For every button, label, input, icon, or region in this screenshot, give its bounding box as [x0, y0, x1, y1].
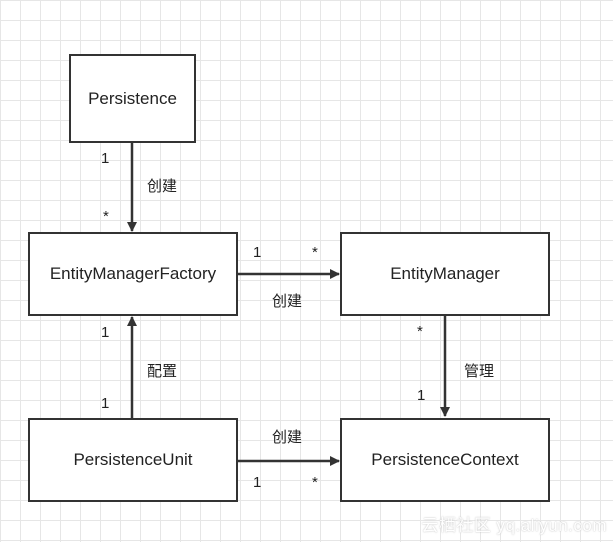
node-persistence-unit[interactable]: PersistenceUnit [28, 418, 238, 502]
mult-emf-source: 1 [253, 244, 262, 261]
edge-label-pu-create: 创建 [272, 429, 303, 446]
watermark: 云栖社区 yq.aliyun.com [421, 516, 607, 535]
mult-em-source: * [417, 323, 423, 340]
mult-em-target: * [312, 244, 318, 261]
node-emf-label: EntityManagerFactory [49, 264, 217, 283]
edge-label-em-manage: 管理 [464, 363, 495, 380]
mult-persistence-target: * [103, 208, 109, 225]
node-em-label: EntityManager [390, 264, 500, 283]
edge-label-persistence-create: 创建 [147, 178, 178, 195]
mult-pc-from-pu: * [312, 474, 318, 491]
node-persistence-label: Persistence [88, 88, 177, 108]
node-pu-label: PersistenceUnit [73, 450, 193, 469]
node-persistence-context[interactable]: PersistenceContext [340, 418, 550, 502]
mult-pc-target: 1 [417, 387, 426, 404]
node-entity-manager[interactable]: EntityManager [340, 232, 550, 316]
mult-emf-from-pu: 1 [101, 324, 110, 341]
node-pc-label: PersistenceContext [371, 450, 519, 469]
node-entity-manager-factory[interactable]: EntityManagerFactory [28, 232, 238, 316]
mult-persistence-source: 1 [101, 150, 110, 167]
node-persistence[interactable]: Persistence [69, 54, 196, 143]
mult-pu-source: 1 [101, 395, 110, 412]
edge-label-pu-configure: 配置 [147, 363, 178, 380]
mult-pu-to-pc-source: 1 [253, 474, 262, 491]
edge-label-emf-create: 创建 [272, 293, 303, 310]
